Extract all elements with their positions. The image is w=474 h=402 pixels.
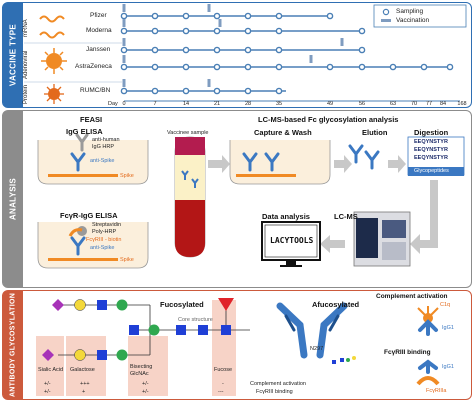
row-pfizer: Pfizer — [90, 12, 107, 19]
day-tick: 21 — [213, 101, 221, 107]
day-tick: 56 — [358, 101, 366, 107]
row-moderna: Moderna — [86, 27, 112, 34]
fucosylated-label: Fucosylated — [160, 300, 204, 309]
spike-label-1: Spike — [120, 173, 134, 179]
vaccine-side-bar: VACCINE TYPE — [3, 3, 23, 107]
sialic-effect-1: +/- — [44, 381, 51, 387]
peptide-1: EEQYNSTYR — [414, 139, 448, 145]
fcyr-biotin-label: FcγRIII - biotin — [86, 237, 122, 243]
day-tick: 35 — [275, 101, 283, 107]
igg-structure — [276, 302, 348, 359]
peptide-2: EEQYNSTYR — [414, 147, 448, 153]
galactose-effect-2: + — [82, 389, 86, 395]
anti-spike-label-2: anti-Spike — [90, 245, 115, 251]
n297-label: N297 — [310, 346, 324, 352]
lcms-label: LC-MS — [334, 212, 358, 221]
analysis-side-bar: ANALYSIS — [3, 111, 23, 287]
day-tick: 28 — [244, 101, 252, 107]
axis-day-label: Day — [108, 101, 118, 107]
fcyriii-binding-header: FcγRIII binding — [384, 349, 431, 356]
igg-hrp-label: IgG HRP — [92, 144, 115, 150]
fucose-effect-2: --- — [218, 389, 224, 395]
sialic-acid-label: Sialic Acid — [38, 367, 64, 373]
day-tick: 168 — [457, 101, 467, 107]
c1q-label: C1q — [440, 302, 451, 308]
data-analysis-label: Data analysis — [262, 212, 310, 221]
sialic-effect-2: +/- — [44, 389, 51, 395]
bisecting-label: Bisecting GlcNAc — [130, 364, 153, 377]
day-tick: 84 — [439, 101, 447, 107]
anti-human-label: anti-human — [92, 137, 120, 143]
galactose-effect-1: +++ — [80, 381, 90, 387]
row-rumc: RUMC/BN — [80, 87, 111, 94]
fcyr-elisa-label: FcγR-IgG ELISA — [60, 211, 118, 220]
anti-spike-label-1: anti-Spike — [90, 158, 115, 164]
glycosylation-panel: ANTIBODY GLYCOSYLATION — [2, 290, 472, 400]
streptavidin-label: Streptavidin — [92, 222, 122, 228]
legend-sampling: Sampling — [396, 8, 424, 15]
row-janssen: Janssen — [86, 46, 111, 53]
fcgr-icon — [416, 359, 440, 386]
day-tick: 0 — [122, 101, 126, 107]
spike-label-2: Spike — [120, 257, 134, 263]
day-tick: 63 — [389, 101, 397, 107]
fcyriiia-label: FcγRIIIa — [426, 388, 447, 394]
core-structure-label: Core structure — [178, 317, 213, 323]
lacytools-logo: LACYTOOLS — [270, 236, 314, 245]
day-tick: 77 — [425, 101, 433, 107]
bisecting-effect-1: +/- — [142, 381, 149, 387]
glycopeptides-label: Glycopeptides — [414, 168, 449, 174]
protein-icon — [44, 84, 64, 104]
monitor-icon — [261, 221, 321, 267]
c1q-icon — [417, 306, 439, 336]
igg1-label-1: IgG1 — [442, 325, 454, 331]
feasi-title: FEASI — [80, 115, 103, 124]
day-tick: 70 — [410, 101, 418, 107]
igg-elisa-label: IgG ELISA — [66, 127, 103, 136]
fucose-label: Fucose — [214, 367, 233, 373]
elution-label: Elution — [362, 128, 388, 137]
galactose-label: Galactose — [70, 367, 95, 373]
peptide-3: EEQYNSTYR — [414, 155, 448, 161]
capture-wash-label: Capture & Wash — [254, 128, 312, 137]
vaccine-type-panel: VACCINE TYPE — [2, 2, 472, 108]
fcyriii-binding-row: FcγRIII binding — [256, 389, 293, 395]
afucosylated-label: Afucosylated — [312, 300, 360, 309]
bisecting-effect-2: +/- — [142, 389, 149, 395]
glyco-side-bar: ANTIBODY GLYCOSYLATION — [3, 291, 23, 399]
complement-activation-header: Complement activation — [376, 293, 448, 300]
day-tick: 7 — [153, 101, 157, 107]
vaccinee-tube — [174, 136, 206, 258]
lcms-title: LC-MS-based Fc glycosylation analysis — [258, 115, 399, 124]
legend-vaccination: Vaccination — [396, 17, 430, 24]
vaccinee-sample-label: Vaccinee sample — [167, 130, 209, 136]
day-tick: 14 — [182, 101, 190, 107]
mrna-icon — [39, 15, 65, 39]
day-tick: 49 — [326, 101, 334, 107]
poly-hrp-label: Poly-HRP — [92, 229, 117, 235]
analysis-panel: ANALYSIS — [2, 110, 472, 288]
adenovirus-icon — [41, 48, 67, 74]
lcms-instrument — [353, 211, 411, 267]
digestion-label: Digestion — [414, 128, 449, 137]
complement-activation-row: Complement activation — [250, 381, 306, 387]
row-astrazeneca: AstraZeneca — [75, 63, 112, 70]
fucose-effect-1: - — [222, 381, 224, 387]
igg1-label-2: IgG1 — [442, 364, 454, 370]
